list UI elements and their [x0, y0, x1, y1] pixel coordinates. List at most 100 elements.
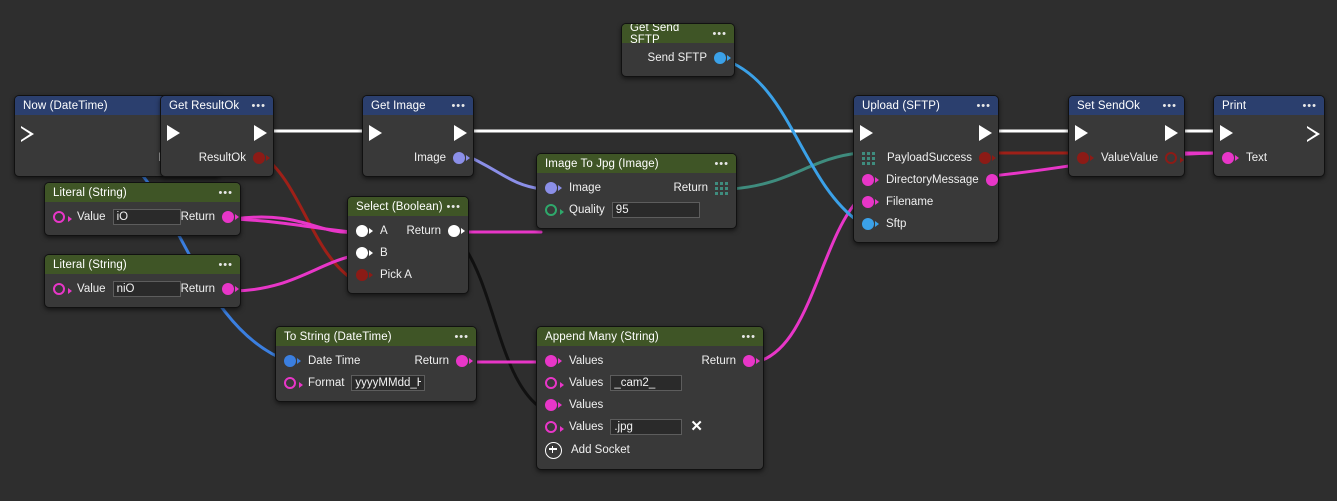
- data-pin[interactable]: [1165, 152, 1184, 164]
- exec-in-pin[interactable]: [21, 125, 34, 142]
- node-title: Upload (SFTP): [862, 99, 940, 112]
- data-pin[interactable]: [862, 196, 879, 208]
- node-menu-icon[interactable]: •••: [1302, 99, 1317, 112]
- node-menu-icon[interactable]: •••: [454, 330, 469, 343]
- data-pin[interactable]: [53, 283, 72, 295]
- node-row: Send SFTP: [622, 47, 734, 69]
- node-title: Get Image: [371, 99, 426, 112]
- pin-label: Value: [77, 211, 106, 223]
- node-menu-icon[interactable]: •••: [218, 258, 233, 271]
- data-pin[interactable]: [545, 421, 564, 433]
- value-input[interactable]: [112, 281, 181, 297]
- data-pin[interactable]: [545, 204, 564, 216]
- value-input[interactable]: [611, 202, 700, 218]
- data-pin[interactable]: [1222, 152, 1239, 164]
- value-input[interactable]: [610, 419, 683, 435]
- data-pin[interactable]: [284, 355, 301, 367]
- data-pin[interactable]: [448, 225, 465, 237]
- exec-out-pin[interactable]: [1165, 125, 1178, 141]
- node-row: Values: [537, 394, 763, 416]
- pin-label-out: Return: [414, 355, 449, 367]
- data-pin[interactable]: [979, 152, 997, 164]
- node-menu-icon[interactable]: •••: [251, 99, 266, 112]
- node-menu-icon[interactable]: •••: [451, 99, 466, 112]
- value-input[interactable]: [112, 209, 181, 225]
- node-header[interactable]: Literal (String)•••: [45, 255, 240, 274]
- array-pin[interactable]: [862, 151, 875, 165]
- node-menu-icon[interactable]: •••: [741, 330, 756, 343]
- array-pin[interactable]: [715, 181, 728, 195]
- node-menu-icon[interactable]: •••: [712, 27, 727, 40]
- node-header[interactable]: Append Many (String)•••: [537, 327, 763, 346]
- data-pin[interactable]: [862, 218, 879, 230]
- node-get-send-sftp[interactable]: Get Send SFTP•••Send SFTP: [621, 23, 735, 77]
- node-get-resultok[interactable]: Get ResultOk•••ResultOk: [160, 95, 274, 177]
- node-header[interactable]: Get Image •••: [363, 96, 473, 115]
- pin-label-out: Value: [1129, 152, 1159, 164]
- node-header[interactable]: Literal (String)•••: [45, 183, 240, 202]
- data-pin[interactable]: [356, 269, 373, 281]
- node-header[interactable]: Get Send SFTP•••: [622, 24, 734, 46]
- data-pin[interactable]: [222, 211, 240, 223]
- exec-in-pin[interactable]: [860, 125, 873, 141]
- node-header[interactable]: Upload (SFTP) •••: [854, 96, 998, 115]
- data-pin[interactable]: [53, 211, 72, 223]
- node-print[interactable]: Print•••Text: [1213, 95, 1325, 177]
- exec-in-pin[interactable]: [369, 125, 382, 141]
- data-pin[interactable]: [222, 283, 240, 295]
- data-pin[interactable]: [253, 152, 270, 164]
- node-header[interactable]: Print•••: [1214, 96, 1324, 115]
- value-input[interactable]: [610, 375, 683, 391]
- data-pin[interactable]: [545, 355, 562, 367]
- data-pin[interactable]: [453, 152, 470, 164]
- remove-socket-icon[interactable]: ✕: [690, 418, 703, 435]
- exec-out-pin[interactable]: [979, 125, 992, 141]
- data-pin[interactable]: [545, 182, 562, 194]
- node-header[interactable]: To String (DateTime)•••: [276, 327, 476, 346]
- node-menu-icon[interactable]: •••: [446, 200, 461, 213]
- exec-out-pin[interactable]: [1307, 125, 1320, 142]
- data-pin[interactable]: [862, 174, 879, 186]
- data-pin[interactable]: [743, 355, 760, 367]
- data-pin[interactable]: [545, 377, 564, 389]
- data-pin[interactable]: [284, 377, 303, 389]
- node-literal-io[interactable]: Literal (String)•••ValueReturn: [44, 182, 241, 236]
- node-menu-icon[interactable]: •••: [976, 99, 991, 112]
- node-literal-nio[interactable]: Literal (String)•••ValueReturn: [44, 254, 241, 308]
- data-pin[interactable]: [714, 52, 731, 64]
- node-header[interactable]: Image To Jpg (Image)•••: [537, 154, 736, 173]
- exec-out-pin[interactable]: [454, 125, 467, 141]
- wire-getimage-image-to-imagejpg: [461, 152, 544, 191]
- node-header[interactable]: Select (Boolean)•••: [348, 197, 468, 216]
- node-header[interactable]: Set SendOk•••: [1069, 96, 1184, 115]
- data-pin[interactable]: [456, 355, 473, 367]
- node-menu-icon[interactable]: •••: [1162, 99, 1177, 112]
- exec-in-pin[interactable]: [1220, 125, 1233, 141]
- data-pin[interactable]: [356, 247, 373, 259]
- node-header[interactable]: Get ResultOk•••: [161, 96, 273, 115]
- add-socket-button[interactable]: Add Socket: [537, 438, 763, 462]
- node-menu-icon[interactable]: •••: [218, 186, 233, 199]
- node-menu-icon[interactable]: •••: [714, 157, 729, 170]
- data-pin[interactable]: [1077, 152, 1094, 164]
- exec-out-pin[interactable]: [254, 125, 267, 141]
- node-get-image[interactable]: Get Image•••Image: [362, 95, 474, 177]
- value-input[interactable]: [351, 375, 426, 391]
- data-pin[interactable]: [985, 174, 998, 186]
- data-pin[interactable]: [356, 225, 373, 237]
- data-pin[interactable]: [545, 399, 562, 411]
- node-title: Select (Boolean): [356, 200, 443, 213]
- exec-in-pin[interactable]: [167, 125, 180, 141]
- exec-in-pin[interactable]: [1075, 125, 1088, 141]
